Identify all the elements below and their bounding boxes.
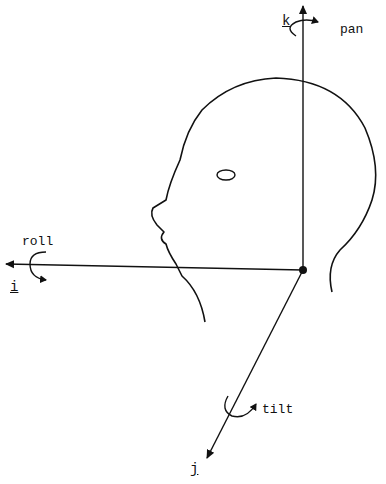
roll-rotation-arrow (30, 252, 46, 280)
axis-letter: k (282, 14, 290, 29)
eye (217, 170, 235, 180)
pan-rotation-arrow (290, 20, 318, 36)
origin-dot (299, 266, 307, 274)
i-axis (6, 264, 303, 270)
tilt-rotation-arrow (225, 396, 256, 417)
head-outline (152, 78, 376, 322)
axis-letter: i (10, 280, 18, 295)
k-axis (302, 6, 303, 270)
rotation-label: tilt (262, 402, 293, 417)
axis-letter: j (190, 462, 198, 477)
j-axis (207, 270, 303, 458)
rotation-label: roll (22, 234, 53, 249)
rotation-label: pan (340, 22, 363, 37)
